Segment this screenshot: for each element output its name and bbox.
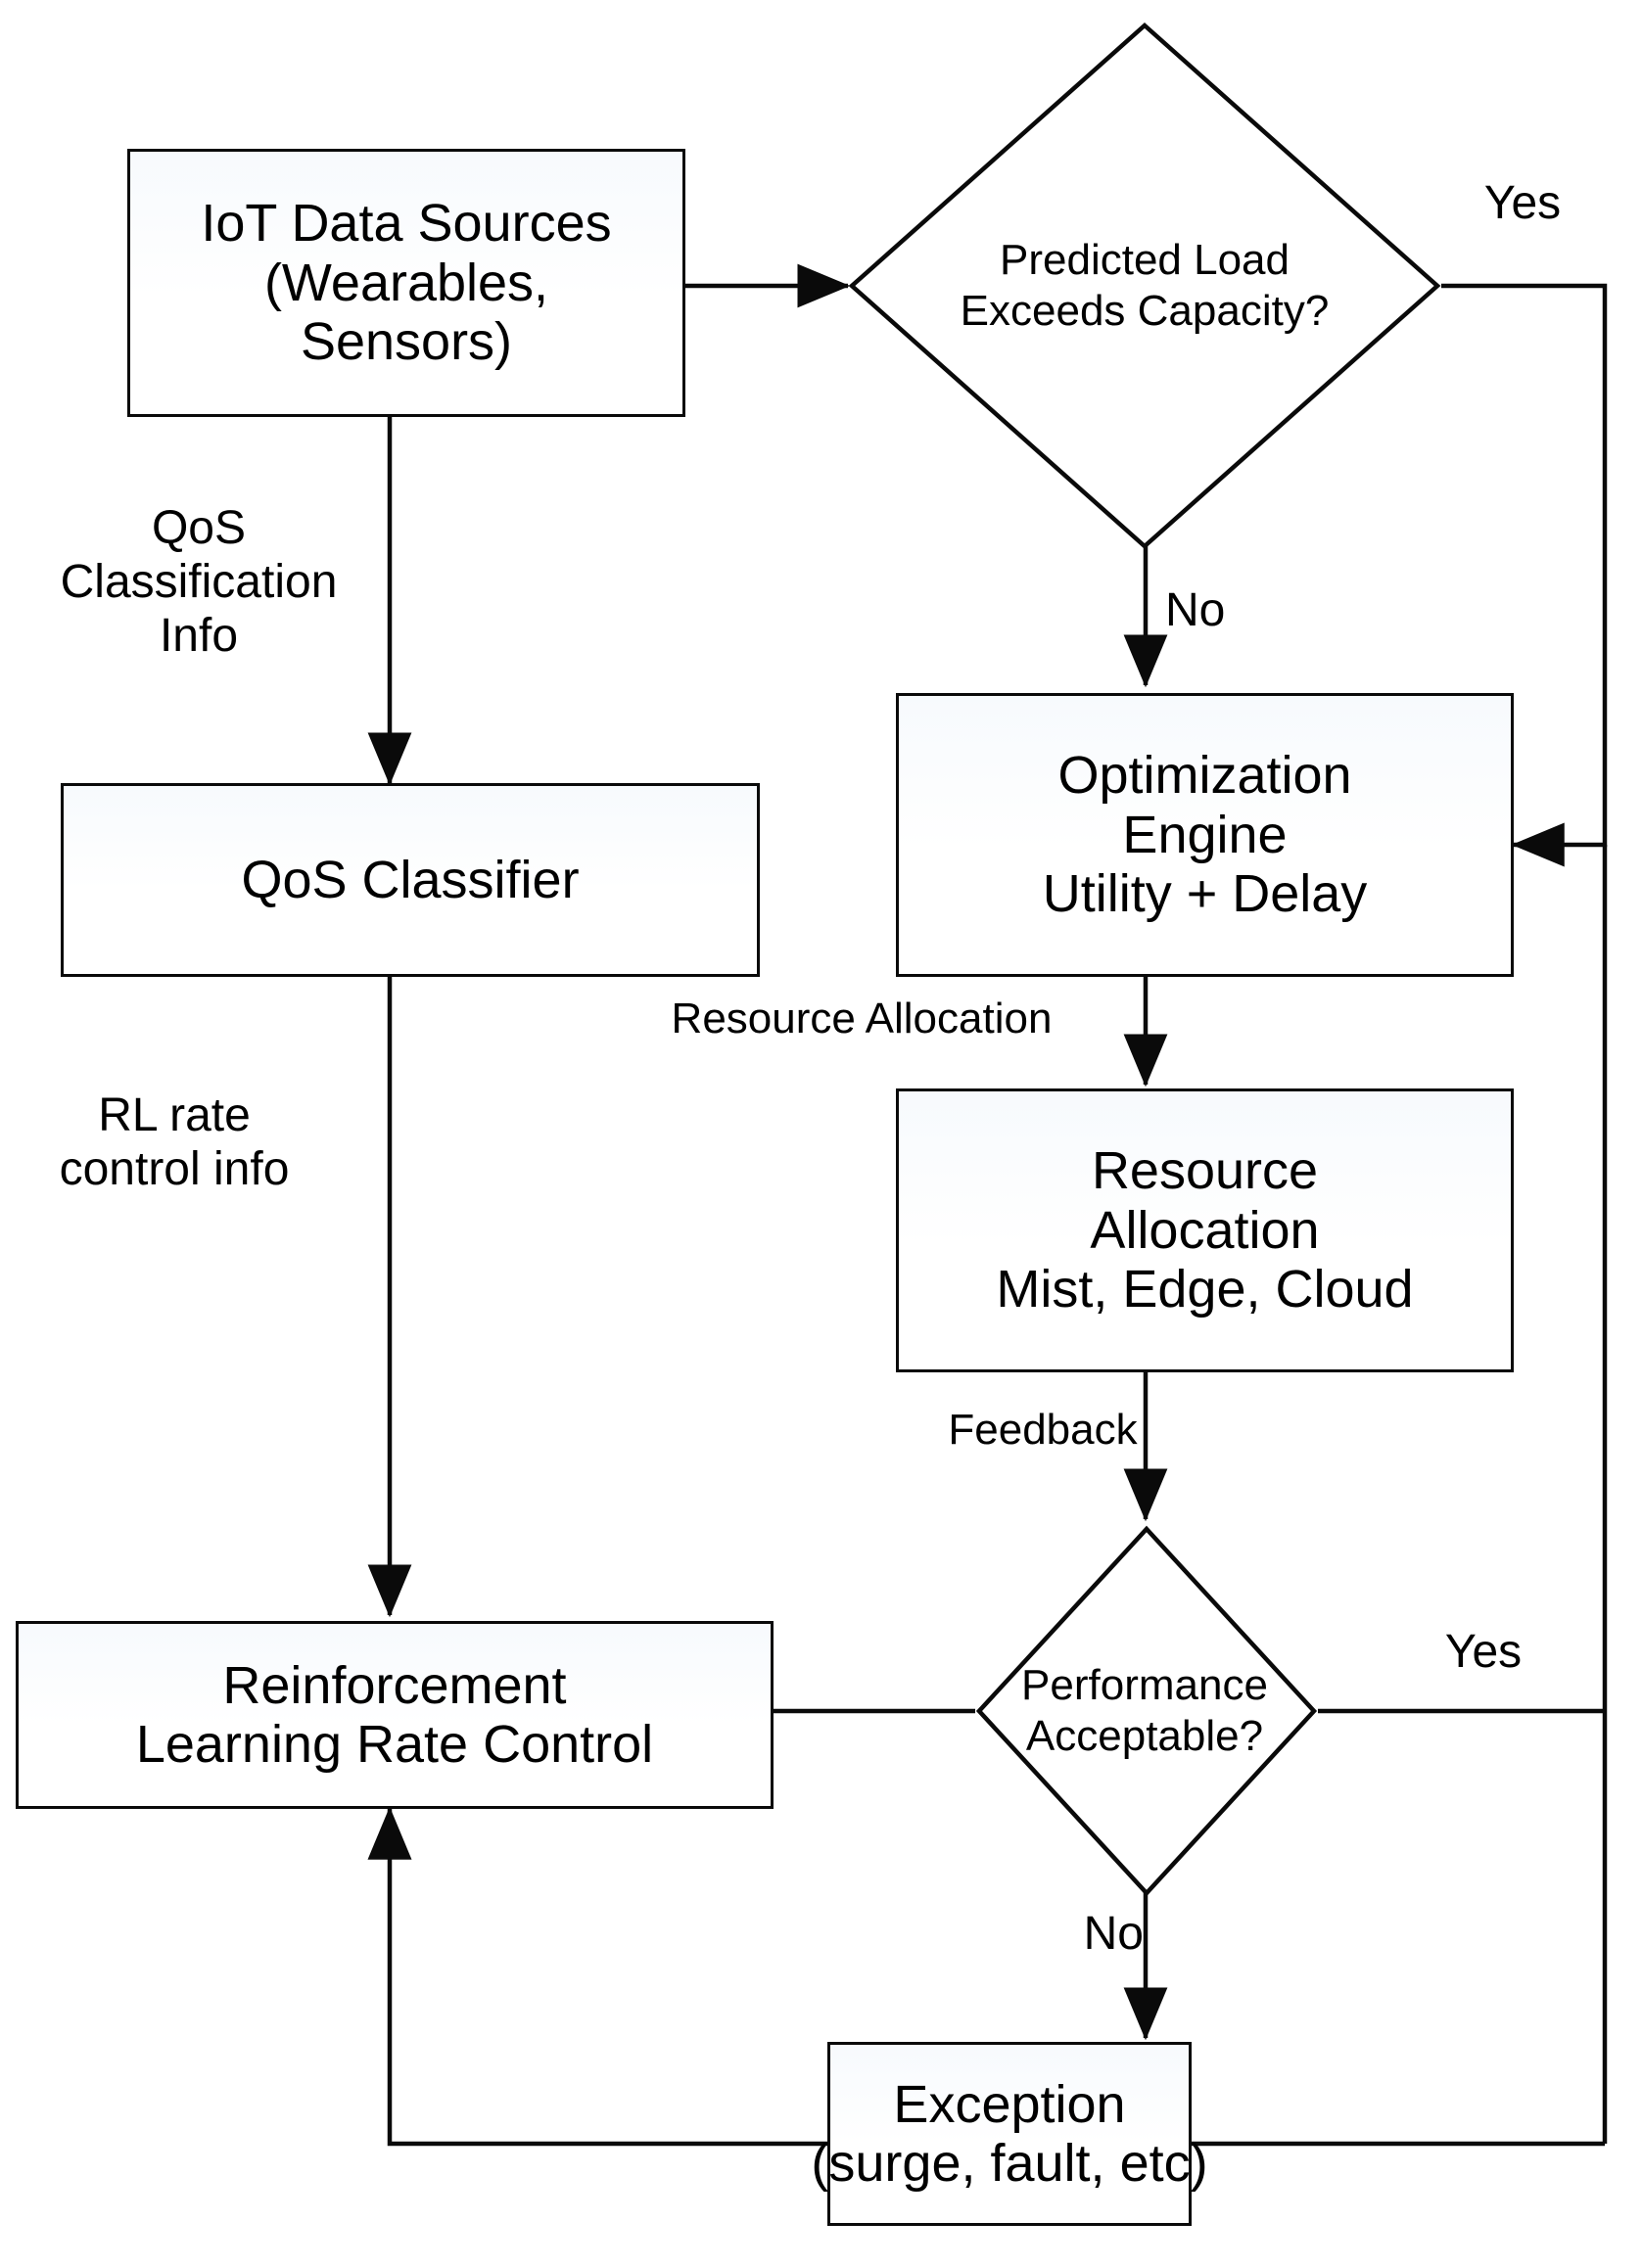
node-line: Engine [1122,805,1288,864]
edge-label-feedback: Feedback [948,1406,1138,1454]
edge-exception-to-rl [367,1806,827,2147]
node-line: Mist, Edge, Cloud [996,1260,1414,1319]
node-predicted-load-decision[interactable]: Predicted Load Exceeds Capacity? [848,22,1441,550]
node-line: Reinforcement [222,1655,567,1715]
node-line: Optimization [1057,746,1352,806]
node-line: Learning Rate Control [135,1715,654,1774]
diamond-shape [848,22,1441,550]
node-line: (Wearables, [263,253,549,312]
node-line: Utility + Delay [1042,864,1368,924]
edge-label-qos-classification-info: QoS Classification Info [60,502,338,663]
node-line: Acceptable? [1025,1712,1264,1760]
node-reinforcement-learning-rate-control[interactable]: Reinforcement Learning Rate Control [16,1621,774,1809]
node-resource-allocation[interactable]: Resource Allocation Mist, Edge, Cloud [896,1088,1514,1372]
edge-performance-yes-to-bus [1318,845,1608,2144]
node-line: (surge, fault, etc) [811,2134,1208,2193]
node-exception[interactable]: Exception (surge, fault, etc) [811,2042,1208,2226]
node-optimization-engine[interactable]: Optimization Engine Utility + Delay [896,693,1514,977]
edge-label-predicted-load-yes: Yes [1483,177,1562,229]
node-qos-classifier[interactable]: QoS Classifier [61,783,760,977]
node-line: Resource [1091,1141,1319,1201]
node-line: Exception [893,2074,1126,2134]
edge-label-performance-yes: Yes [1444,1626,1523,1678]
node-line: Exceeds Capacity? [960,287,1330,335]
node-line: Sensors) [300,312,513,372]
node-iot-data-sources[interactable]: IoT Data Sources (Wearables, Sensors) [127,149,685,417]
edge-label-resource-allocation: Resource Allocation [671,995,1053,1042]
node-line: QoS Classifier [241,850,580,909]
edge-label-performance-no: No [1083,1908,1144,1960]
node-line: Predicted Load [1000,236,1290,285]
diamond-shape [975,1525,1318,1897]
node-line: Performance [1021,1661,1268,1710]
node-performance-acceptable-decision[interactable]: Performance Acceptable? [975,1525,1318,1897]
node-line: IoT Data Sources [201,194,612,254]
node-line: Allocation [1090,1200,1320,1260]
edge-label-predicted-load-no: No [1165,584,1226,636]
edge-label-rl-rate-control-info: RL rate control info [59,1089,290,1196]
